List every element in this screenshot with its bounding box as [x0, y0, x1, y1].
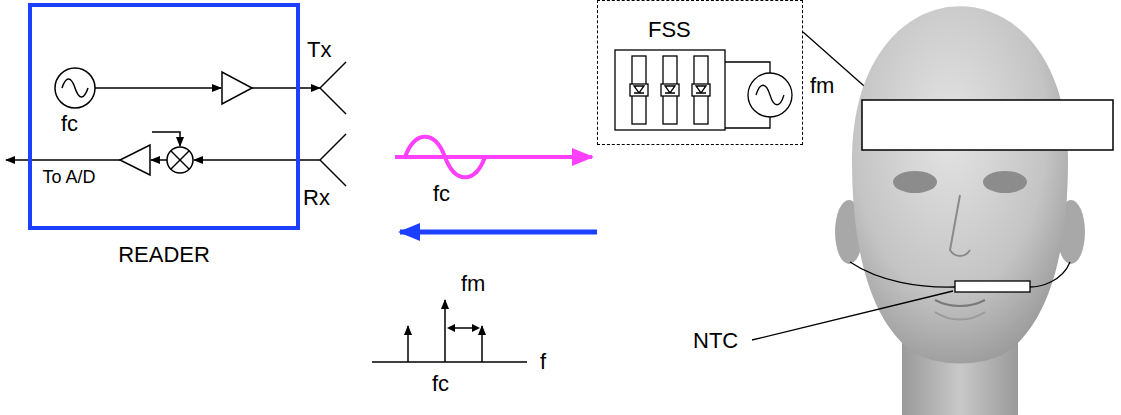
- lo-wire: [152, 132, 180, 146]
- bias-wire: [725, 62, 770, 73]
- backscatter-arrow: [400, 230, 597, 235]
- node-title: READER: [118, 243, 210, 267]
- fss-circuit: [615, 50, 792, 130]
- axis-label: f: [540, 350, 546, 374]
- spacing-arrowheads: [447, 324, 480, 332]
- frequency-label: fm: [461, 272, 485, 296]
- spectrum: [372, 300, 527, 362]
- fss-panel: [615, 50, 725, 130]
- forward-arrow: [395, 155, 592, 159]
- fss-box: FSS: [597, 0, 803, 145]
- eye: [893, 171, 937, 193]
- bias-wire: [725, 117, 770, 128]
- callout-label: NTC: [693, 329, 738, 353]
- headband: [862, 100, 1113, 150]
- frequency-axis: [372, 361, 527, 363]
- amplifier-symbol: [120, 145, 150, 175]
- mixer-symbol: [167, 147, 193, 173]
- node-title: FSS: [648, 18, 691, 42]
- rx-antenna: [320, 160, 346, 186]
- rx-antenna: [320, 134, 346, 160]
- frequency-label: fc: [433, 182, 450, 206]
- ntc-wire: [850, 262, 955, 287]
- mixer-cross: [171, 151, 189, 169]
- amplifier-symbol: [222, 72, 252, 104]
- oscillator-symbol: [55, 68, 95, 108]
- signal-wire: [95, 87, 221, 89]
- antenna-label: Rx: [303, 186, 330, 210]
- lip: [935, 312, 985, 320]
- output-wire: [6, 159, 120, 161]
- output-label: To A/D: [38, 168, 100, 188]
- head-illustration: [835, 6, 1113, 415]
- oscillator-wave: [756, 85, 784, 105]
- tx-antenna: [320, 62, 346, 88]
- eye: [983, 171, 1027, 193]
- signal-wire: [194, 159, 320, 161]
- ntc-sensor: [955, 281, 1030, 292]
- frequency-label: fc: [432, 372, 449, 396]
- leader-line: [752, 291, 953, 340]
- frequency-label: fm: [810, 74, 834, 98]
- signal-wire: [151, 159, 167, 161]
- sine-wave: [405, 137, 485, 178]
- diode-marks: [634, 86, 706, 93]
- tx-antenna: [320, 88, 346, 114]
- spectral-line: [444, 300, 446, 362]
- antenna-label: Tx: [307, 38, 331, 62]
- ntc-wire: [1030, 262, 1070, 287]
- nose: [950, 195, 970, 256]
- oscillator-symbol: [748, 73, 792, 117]
- frequency-label: fc: [61, 112, 78, 136]
- mouth: [935, 300, 985, 306]
- oscillator-wave: [62, 79, 88, 97]
- mixer-cross: [171, 151, 189, 169]
- head: [852, 6, 1068, 363]
- spectral-line: [481, 326, 483, 362]
- spacing-arrow: [455, 327, 472, 329]
- spectral-line: [407, 326, 409, 362]
- signal-wire: [252, 87, 320, 89]
- forward-wave: [395, 137, 592, 178]
